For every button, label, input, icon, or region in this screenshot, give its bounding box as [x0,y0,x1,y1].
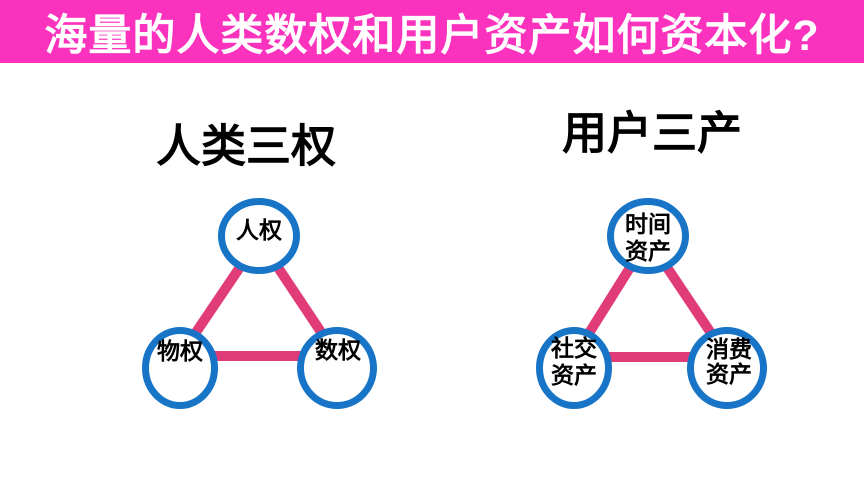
right-node-top-label-line1: 时间 [625,211,671,237]
left-node-bottom-left-label: 物权 [157,338,203,364]
right-node-bottom-left-label-line2: 资产 [551,362,597,388]
slide-title: 海量的人类数权和用户资产如何资本化? [44,11,820,60]
right-node-bottom-right-circle [687,327,767,409]
left-node-top-label: 人权 [236,217,282,243]
right-node-top-label-line2: 资产 [625,238,671,264]
right-node-top-circle [607,198,689,274]
right-node-bottom-right-label-line1: 消费 [706,336,752,362]
left-node-bottom-right-circle [297,327,377,409]
right-node-bottom-right-label-line2: 资产 [706,361,752,387]
title-banner: 海量的人类数权和用户资产如何资本化? [0,0,864,63]
left-node-top-circle [218,198,300,274]
left-section-heading: 人类三权 [155,120,337,172]
right-node-bottom-left-label-line1: 社交 [551,335,597,361]
left-node-bottom-right-label: 数权 [315,337,361,363]
right-node-bottom-left-circle [536,327,612,409]
left-node-bottom-left-circle [142,327,218,409]
right-section-heading: 用户三产 [561,107,743,159]
